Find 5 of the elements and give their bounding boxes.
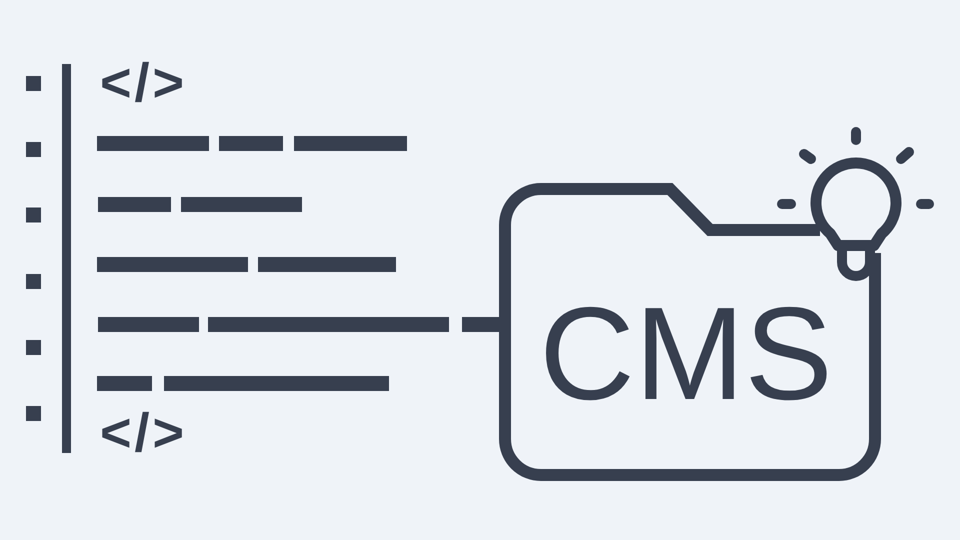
connector-line bbox=[462, 317, 499, 332]
code-tag: </> bbox=[100, 406, 188, 460]
folder-label: CMS bbox=[538, 288, 834, 420]
code-tag: </> bbox=[100, 56, 188, 110]
folder-shape bbox=[499, 183, 881, 481]
